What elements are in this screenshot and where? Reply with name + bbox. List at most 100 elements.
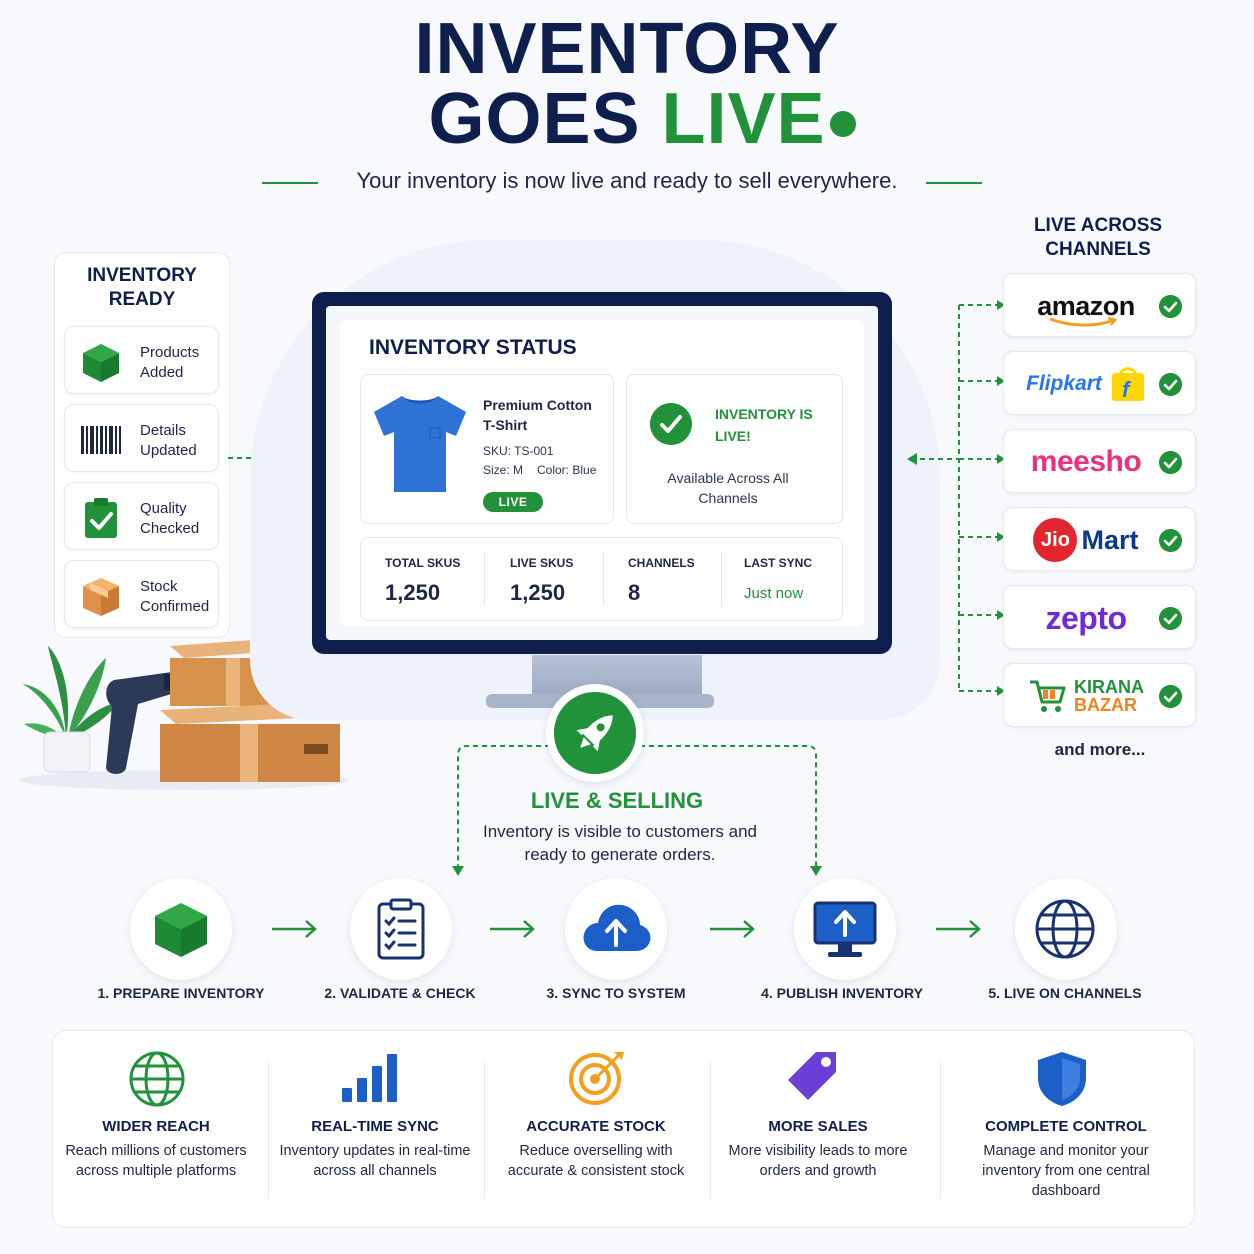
inventory-live-subtext: Available Across All Channels [667, 470, 789, 506]
subtitle: Your inventory is now live and ready to … [356, 168, 898, 193]
benefit-desc: Inventory updates in real-time across al… [279, 1143, 471, 1179]
tshirt-icon [374, 396, 466, 492]
step-label: 2. VALIDATE & CHECK [324, 985, 476, 1001]
step-label: 1. PREPARE INVENTORY [97, 985, 265, 1001]
ready-item-quality: Quality Checked [64, 482, 219, 550]
channels-title: LIVE ACROSS CHANNELS [1033, 215, 1163, 260]
stat-value-channels: 8 [628, 580, 641, 605]
ready-item-label: Products Added [140, 344, 200, 381]
stat-value-total-skus: 1,250 [385, 580, 441, 605]
benefit-title: MORE SALES [768, 1118, 868, 1135]
benefit-desc: Reduce overselling with accurate & consi… [507, 1143, 685, 1179]
benefit-title: WIDER REACH [102, 1118, 210, 1135]
arrow-right-icon [490, 920, 535, 938]
benefit-desc: More visibility leads to more orders and… [728, 1143, 908, 1179]
cube-icon [155, 903, 207, 957]
stat-label-total-skus: TOTAL SKUS [385, 556, 461, 570]
clipboard-list-icon [377, 898, 425, 960]
title-live: LIVE [661, 79, 826, 159]
benefit-desc: Manage and monitor your inventory from o… [982, 1143, 1150, 1199]
live-dot-icon [830, 111, 856, 137]
step-label: 3. SYNC TO SYSTEM [546, 985, 686, 1001]
check-circle-icon [1159, 685, 1182, 708]
ready-item-stock: Stock Confirmed [64, 560, 219, 628]
title-line-2: GOES LIVE [0, 83, 1254, 155]
channel-jiomart[interactable]: Jio Mart [1003, 507, 1196, 571]
channel-meesho[interactable]: meesho [1003, 429, 1196, 493]
live-selling-title: LIVE & SELLING [530, 788, 704, 813]
inventory-stats [360, 537, 843, 621]
ready-item-label: Stock Confirmed [140, 578, 210, 615]
product-size: Size: M [483, 463, 524, 477]
jiomart-logo: Jio Mart [1016, 518, 1156, 562]
globe-icon [1035, 899, 1095, 959]
amazon-logo: amazon [1016, 284, 1156, 328]
page-title: INVENTORY GOES LIVE [0, 9, 1254, 155]
channel-connector-lines [907, 300, 1005, 696]
benefit-divider [484, 1062, 485, 1198]
benefits-panel [52, 1030, 1195, 1228]
inventory-live-card [626, 374, 843, 524]
cloud-upload-icon [583, 904, 651, 951]
inventory-status-title: INVENTORY STATUS [369, 336, 577, 359]
ready-item-details: Details Updated [64, 404, 219, 472]
plant-icon [22, 646, 120, 773]
check-circle-icon [1159, 451, 1182, 474]
stat-divider [484, 552, 485, 606]
ready-item-label: Details Updated [140, 422, 197, 459]
target-icon [569, 1052, 624, 1105]
meesho-logo: meesho [1030, 445, 1142, 478]
arrow-right-icon [710, 920, 755, 938]
rocket-connector-lines [452, 745, 822, 876]
zepto-logo: zepto [1045, 599, 1127, 636]
channel-flipkart[interactable]: Flipkart f [1003, 351, 1196, 415]
stat-divider [603, 552, 604, 606]
stat-divider [721, 552, 722, 606]
arrow-right-icon [272, 920, 317, 938]
clipboard-check-icon [85, 498, 117, 538]
flipkart-logo: Flipkart f [1016, 362, 1156, 406]
shopping-cart-icon [1030, 680, 1066, 712]
monitor-upload-icon [813, 901, 877, 957]
flipkart-bag-icon: f [1111, 367, 1144, 402]
stat-label-live-skus: LIVE SKUS [510, 556, 574, 570]
step-label: 4. PUBLISH INVENTORY [761, 985, 923, 1001]
inventory-ready-title: INVENTORY READY [87, 265, 197, 310]
benefit-title: COMPLETE CONTROL [985, 1118, 1147, 1135]
product-sku: SKU: TS-001 [483, 444, 554, 458]
check-circle-icon [1159, 295, 1182, 318]
kirana-bazar-logo: KIRANA BAZAR [1016, 674, 1156, 718]
step-validate-check [350, 878, 452, 980]
box-icon [83, 578, 119, 616]
shield-icon [1038, 1052, 1086, 1106]
channel-amazon[interactable]: amazon [1003, 273, 1196, 337]
benefit-desc: Reach millions of customers across multi… [65, 1143, 247, 1179]
stat-label-last-sync: LAST SYNC [744, 556, 813, 570]
live-status-badge: LIVE [483, 492, 543, 512]
benefit-title: REAL-TIME SYNC [311, 1118, 439, 1135]
channel-zepto[interactable]: zepto [1003, 585, 1196, 649]
title-goes: GOES [428, 79, 641, 159]
barcode-scanner-icon [106, 672, 184, 774]
check-circle-icon [1159, 607, 1182, 630]
price-tag-icon [788, 1052, 836, 1100]
benefit-title: ACCURATE STOCK [526, 1118, 666, 1135]
ready-item-label: Quality Checked [140, 500, 200, 537]
rocket-icon [554, 692, 636, 774]
title-line-1: INVENTORY [414, 9, 840, 89]
check-circle-icon [1159, 373, 1182, 396]
subtitle-line-left [262, 182, 318, 184]
channel-kirana-bazar[interactable]: KIRANA BAZAR [1003, 663, 1196, 727]
benefit-divider [268, 1062, 269, 1198]
signal-bars-icon [342, 1054, 397, 1102]
check-circle-icon [650, 403, 692, 445]
arrow-right-icon [936, 920, 981, 938]
live-selling-desc: Inventory is visible to customers and re… [482, 822, 757, 864]
subtitle-line-right [926, 182, 982, 184]
check-circle-icon [1159, 529, 1182, 552]
cube-icon [83, 344, 119, 382]
svg-text:f: f [1122, 377, 1132, 402]
ready-item-products: Products Added [64, 326, 219, 394]
benefit-divider [940, 1062, 941, 1198]
barcode-icon [81, 426, 121, 454]
